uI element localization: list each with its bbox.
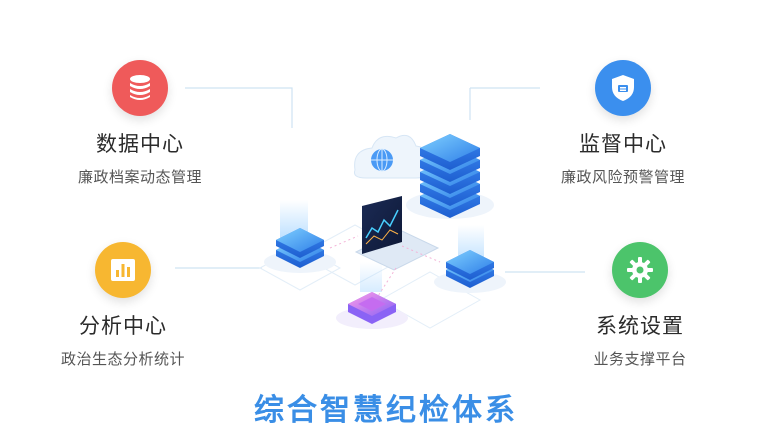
server-stack-icon [406,134,494,219]
module-title: 数据中心 [96,132,184,156]
gear-icon [612,242,668,298]
module-title: 系统设置 [596,314,684,338]
module-subtitle: 廉政档案动态管理 [77,168,202,186]
module-data-center: 数据中心 廉政档案动态管理 [65,60,215,187]
module-system-settings: 系统设置 业务支撑平台 [580,242,700,369]
laptop-icon [354,196,440,271]
module-title: 监督中心 [579,132,667,156]
chip-icon [336,292,408,329]
cloud-icon [354,134,430,179]
database-icon [112,60,168,116]
connector-lines [175,87,585,273]
diagram-title: 综合智慧纪检体系 [254,393,518,428]
module-monitor-center: 监督中心 廉政风险预警管理 [548,60,698,187]
server-left-icon [264,228,336,273]
module-subtitle: 业务支撑平台 [593,350,687,368]
shield-icon [595,60,651,116]
module-subtitle: 政治生态分析统计 [60,350,185,368]
server-right-icon [434,250,506,293]
bar-chart-icon [95,242,151,298]
module-subtitle: 廉政风险预警管理 [560,168,685,186]
module-analysis-center: 分析中心 政治生态分析统计 [48,242,198,369]
module-title: 分析中心 [79,314,167,338]
connector-data [185,87,293,128]
